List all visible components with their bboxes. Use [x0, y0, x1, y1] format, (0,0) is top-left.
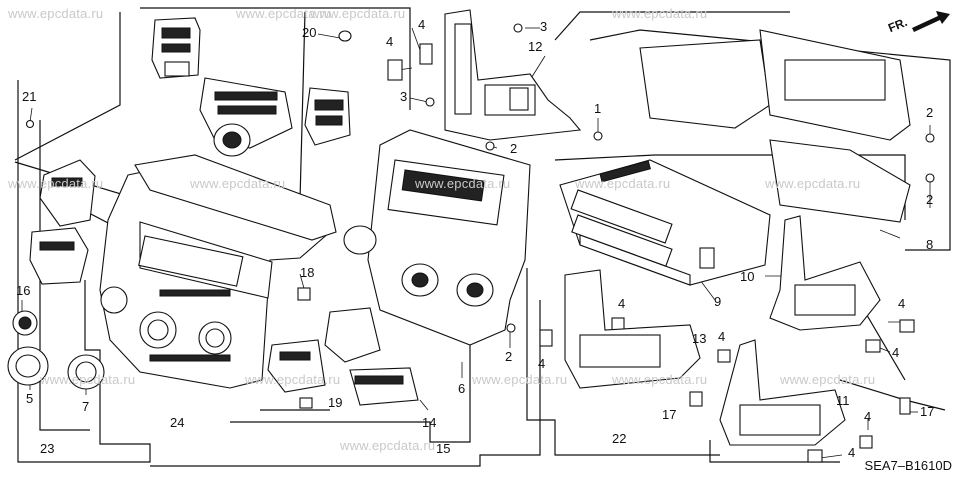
part-label-2: 2: [926, 105, 934, 120]
part-label-1: 1: [594, 101, 602, 116]
part-label-17: 17: [662, 407, 677, 422]
part-label-2: 2: [510, 141, 518, 156]
front-arrow-icon: [912, 11, 950, 32]
watermark: www.epcdata.ru: [340, 438, 436, 453]
bracket-13: [564, 269, 701, 389]
part-label-12: 12: [528, 39, 543, 54]
part-label-4: 4: [898, 296, 906, 311]
part-label-4: 4: [892, 345, 900, 360]
part-label-4: 4: [848, 445, 856, 460]
part-label-10: 10: [740, 269, 755, 284]
part-label-9: 9: [714, 294, 722, 309]
part-label-19: 19: [328, 395, 343, 410]
watermark: www.epcdata.ru: [472, 372, 568, 387]
part-label-20: 20: [302, 25, 317, 40]
part-label-4: 4: [618, 296, 626, 311]
main-unit-9: [559, 159, 771, 286]
group-boundaries: [14, 7, 951, 467]
diagram-code: SEA7–B1610D: [864, 458, 952, 473]
knob-16: [12, 310, 38, 336]
watermark: www.epcdata.ru: [190, 176, 286, 191]
bracket-12: [444, 9, 582, 141]
part-label-3: 3: [400, 89, 408, 104]
part-label-4: 4: [864, 409, 872, 424]
switch-module-upper-center: [199, 77, 293, 157]
knob-5: [7, 346, 49, 386]
watermark: www.epcdata.ru: [8, 176, 104, 191]
audio-unit-6: [343, 129, 531, 346]
part-label-3: 3: [540, 19, 548, 34]
part-label-5: 5: [26, 391, 34, 406]
part-label-11: 11: [836, 393, 850, 408]
bracket-frame: [134, 154, 337, 241]
part-label-16: 16: [16, 283, 31, 298]
bracket-8: [639, 29, 911, 223]
left-switches: [29, 159, 96, 285]
bracket-10: [769, 215, 881, 331]
watermark: www.epcdata.ru: [40, 372, 136, 387]
part-label-21: 21: [22, 89, 37, 104]
clip-18: [297, 287, 311, 301]
part-label-14: 14: [422, 415, 437, 430]
part-label-18: 18: [300, 265, 315, 280]
part-label-13: 13: [692, 331, 707, 346]
part-label-6: 6: [458, 381, 466, 396]
watermark: www.epcdata.ru: [8, 6, 104, 21]
watermark: www.epcdata.ru: [236, 6, 332, 21]
bracket-11: [719, 339, 846, 446]
watermark: www.epcdata.ru: [765, 176, 861, 191]
fasteners: [25, 23, 935, 463]
watermark: www.epcdata.ru: [245, 372, 341, 387]
switch-modules-14: [267, 307, 419, 409]
part-label-4: 4: [418, 17, 426, 32]
part-label-23: 23: [40, 441, 55, 456]
watermark: www.epcdata.ru: [612, 372, 708, 387]
part-label-4: 4: [538, 356, 546, 371]
part-label-7: 7: [82, 399, 90, 414]
part-label-17: 17: [920, 404, 935, 419]
knob-7: [67, 354, 105, 390]
part-label-22: 22: [612, 431, 627, 446]
watermark: www.epcdata.ru: [780, 372, 876, 387]
part-label-2: 2: [926, 192, 934, 207]
part-label-4: 4: [386, 34, 394, 49]
part-label-4: 4: [718, 329, 726, 344]
watermark: www.epcdata.ru: [415, 176, 511, 191]
watermark: www.epcdata.ru: [310, 6, 406, 21]
part-label-24: 24: [170, 415, 185, 430]
part-label-2: 2: [505, 349, 513, 364]
switch-module-upper-right: [304, 87, 351, 146]
part-label-8: 8: [926, 237, 934, 252]
watermark: www.epcdata.ru: [612, 6, 708, 21]
watermark: www.epcdata.ru: [575, 176, 671, 191]
part-label-15: 15: [436, 441, 451, 456]
switch-module-upper-left: [151, 17, 201, 79]
